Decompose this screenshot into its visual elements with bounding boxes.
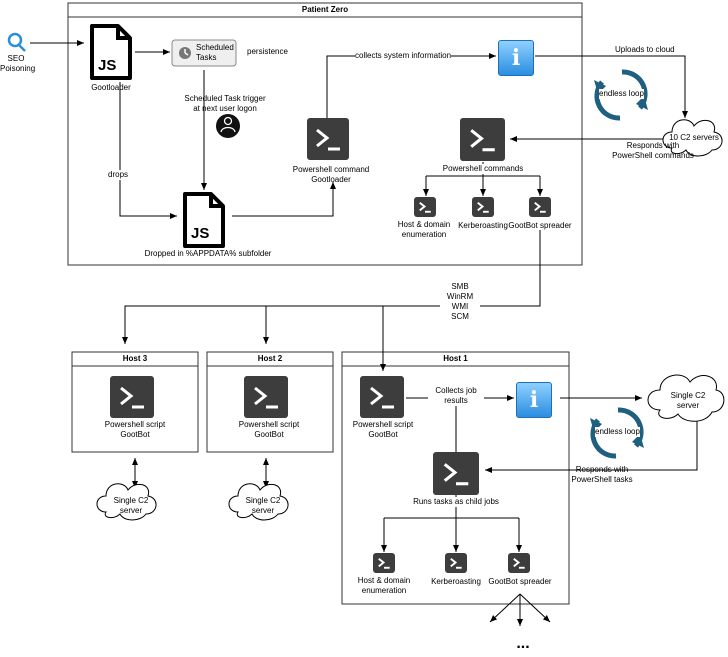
host3-script-label: Powershell script GootBot <box>104 420 166 439</box>
runs-tasks-label: Runs tasks as child jobs <box>396 497 516 507</box>
endless-loop-label: endless loop <box>595 427 640 437</box>
js-file-icon <box>183 192 225 248</box>
powershell-icon <box>360 376 404 418</box>
powershell-icon <box>244 376 288 418</box>
powershell-icon <box>445 553 467 573</box>
powershell-icon <box>460 118 505 161</box>
patient-zero-title: Patient Zero <box>301 5 349 14</box>
persistence-label: persistence <box>247 47 288 56</box>
gootbot-spreader-label: GootBot spreader <box>508 221 572 230</box>
host2-title: Host 2 <box>257 354 283 363</box>
host3-c2-label: Single C2 server <box>113 496 149 515</box>
powershell-icon <box>433 452 479 495</box>
info-icon: i <box>516 382 552 418</box>
kerberoasting-label: Kerberoasting <box>431 577 481 586</box>
host3-group <box>71 351 199 453</box>
ellipsis-label: ... <box>516 635 530 652</box>
collects-info-label: collects system information <box>355 51 452 61</box>
js-label: JS <box>191 225 210 242</box>
gootloader-label: Gootloader <box>91 83 131 92</box>
cloud-icon <box>96 483 157 521</box>
js-label: JS <box>98 57 117 74</box>
host-domain-enum-label: Host & domain enumeration <box>357 576 411 595</box>
gootbot-spreader-label: GootBot spreader <box>488 577 552 586</box>
powershell-icon <box>472 197 494 217</box>
host1-group <box>341 351 570 605</box>
host2-c2-label: Single C2 server <box>245 496 281 515</box>
host2-script-label: Powershell script GootBot <box>238 420 300 439</box>
powershell-icon <box>529 197 551 217</box>
collects-job-label: Collects job results <box>428 386 484 406</box>
seo-poisoning-label: SEO Poisoning <box>0 54 36 73</box>
c2-servers-label: 10 C2 servers <box>669 133 719 142</box>
host1-script-label: Powershell script GootBot <box>352 420 414 439</box>
cloud-icon <box>647 374 725 422</box>
host3-title: Host 3 <box>122 354 148 363</box>
user-icon <box>216 114 240 138</box>
kerberoasting-label: Kerberoasting <box>458 221 508 230</box>
powershell-icon <box>414 197 436 217</box>
uploads-label: Uploads to cloud <box>615 45 675 55</box>
powershell-icon <box>373 553 395 573</box>
powershell-icon <box>110 376 154 418</box>
protocols-label: SMB WinRM WMI SCM <box>440 282 480 322</box>
endless-loop-label: endless loop <box>599 89 644 99</box>
host1-title: Host 1 <box>443 354 468 363</box>
cloud-icon <box>662 119 723 157</box>
search-icon <box>7 32 26 52</box>
cloud-icon <box>228 483 289 521</box>
dropped-label: Dropped in %APPDATA% subfolder <box>144 249 272 258</box>
powershell-icon <box>307 118 349 160</box>
host-domain-enum-label: Host & domain enumeration <box>397 220 451 239</box>
responds-tasks-label: Responds with PowerShell tasks <box>571 465 633 484</box>
drops-label: drops <box>108 170 129 180</box>
responds-commands-label: Responds with PowerShell commands <box>612 141 694 160</box>
ps-commands-label: Powershell commands <box>430 164 536 174</box>
scheduled-tasks-label: Scheduled Tasks <box>196 43 234 62</box>
js-file-icon <box>90 24 132 80</box>
host1-c2-label: Single C2 server <box>670 391 706 410</box>
ps-gootloader-label: Powershell command Gootloader <box>292 165 370 184</box>
task-trigger-label: Scheduled Task trigger at next user logo… <box>184 94 266 113</box>
powershell-icon <box>508 553 530 573</box>
info-icon: i <box>498 40 534 76</box>
patient-zero-group <box>67 2 583 266</box>
host2-group <box>206 351 334 453</box>
